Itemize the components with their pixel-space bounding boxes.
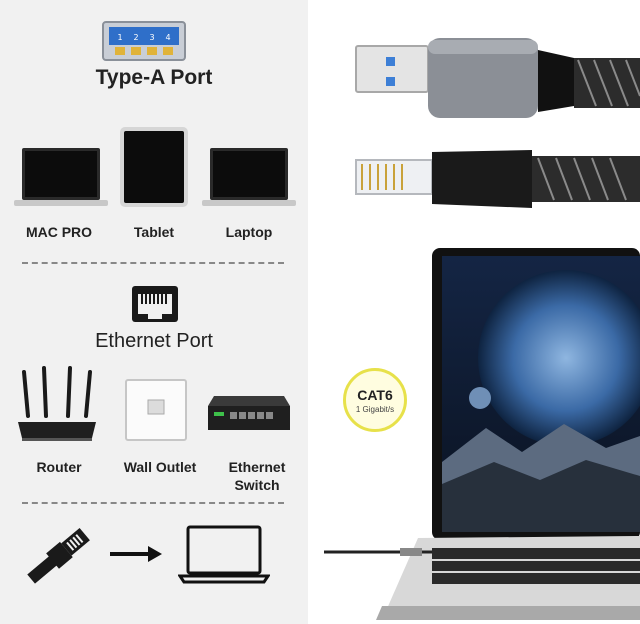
rj45-plug-icon <box>27 527 90 584</box>
section-divider <box>22 502 284 504</box>
ethernet-port-title: Ethernet Port <box>95 330 213 352</box>
ethernet-port-icon <box>132 286 178 322</box>
device-label-mac-pro: MAC PRO <box>25 224 93 240</box>
router-icon <box>18 366 96 441</box>
device-label-wall-outlet: Wall Outlet <box>123 459 197 475</box>
device-label-router: Router <box>36 459 82 475</box>
mac-pro-laptop-icon <box>14 148 108 206</box>
tablet-icon <box>120 127 188 207</box>
device-label-tablet: Tablet <box>133 224 175 240</box>
usb-type-a-port-icon: 1 2 3 4 <box>102 21 186 61</box>
laptop-outline-icon <box>178 525 270 584</box>
pin-number: 4 <box>165 33 170 42</box>
wall-outlet-icon <box>125 379 187 441</box>
pin-number: 2 <box>133 33 138 42</box>
cat6-badge: CAT6 1 Gigabit/s <box>343 368 407 432</box>
device-label-laptop: Laptop <box>225 224 273 240</box>
type-a-port-title: Type-A Port <box>95 66 213 89</box>
ethernet-switch-icon <box>208 396 290 430</box>
arrow-right-icon <box>110 546 162 562</box>
laptop-photo <box>324 248 640 620</box>
usb-cable-photo <box>355 38 640 118</box>
product-photo-panel: CAT6 1 Gigabit/s <box>308 0 640 624</box>
pin-number: 3 <box>149 33 154 42</box>
laptop-icon <box>202 148 296 206</box>
rj45-cable-photo <box>355 150 640 208</box>
left-info-panel: 1 2 3 4 Type-A Port MAC PRO Tablet Lapto… <box>0 0 308 624</box>
badge-main-text: CAT6 <box>357 387 393 403</box>
device-label-ethernet-switch: Ethernet Switch <box>228 459 286 493</box>
pin-number: 1 <box>117 33 122 42</box>
section-divider <box>22 262 284 264</box>
badge-sub-text: 1 Gigabit/s <box>355 405 395 414</box>
